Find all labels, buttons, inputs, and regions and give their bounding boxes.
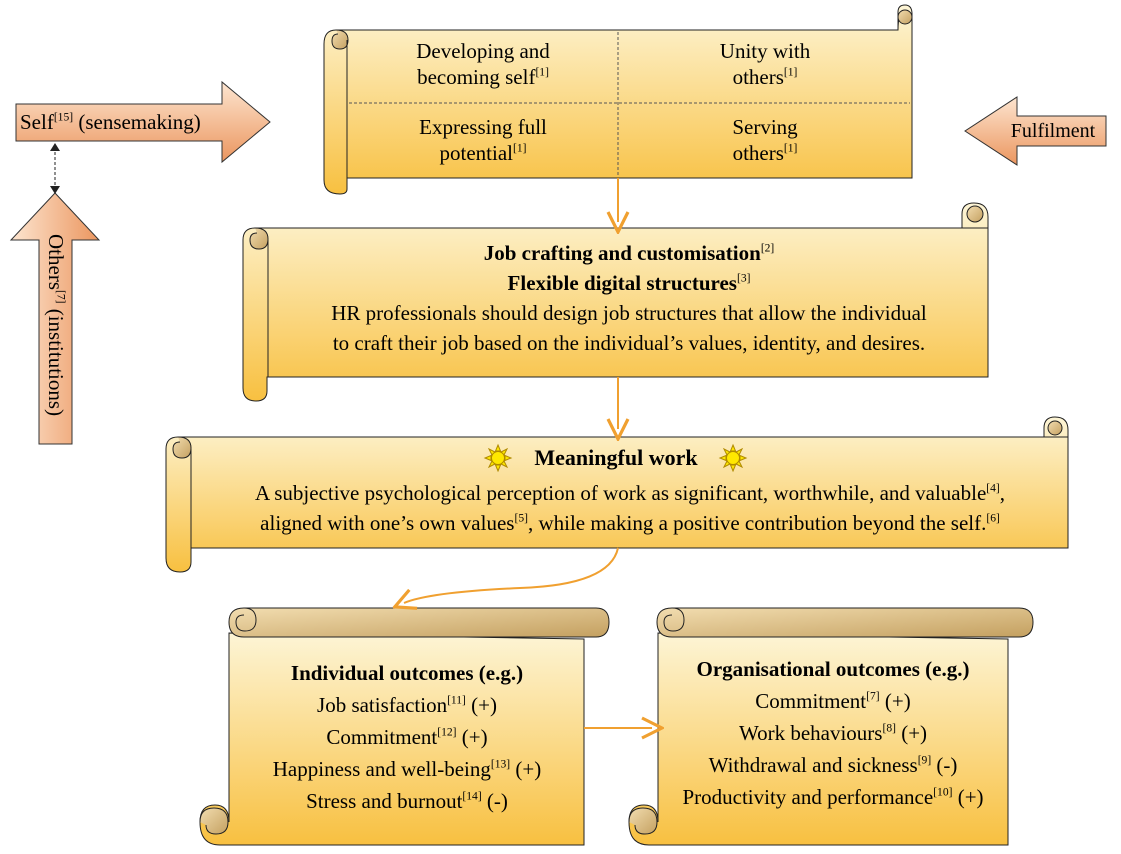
outcome-item: Stress and burnout bbox=[306, 789, 463, 813]
job-crafting-description: to craft their job based on the individu… bbox=[332, 331, 926, 355]
reference-mark: [4] bbox=[986, 482, 1000, 495]
meaningful-work-definition: A subjective psychological perception of… bbox=[195, 478, 1065, 538]
outcome-effect: (-) bbox=[931, 753, 958, 777]
quadrant-text: Serving bbox=[732, 115, 798, 139]
organisational-outcomes-list: Organisational outcomes (e.g.) Commitmen… bbox=[660, 653, 1006, 813]
self-arrow bbox=[15, 80, 271, 164]
quadrant-text: potential bbox=[439, 141, 513, 166]
others-arrow-label: Others[7] (institutions) bbox=[42, 234, 68, 416]
outcome-item: Job satisfaction bbox=[317, 693, 448, 717]
quadrant-text: becoming self bbox=[417, 65, 536, 90]
individual-outcomes-scroll bbox=[199, 607, 610, 846]
definition-text: aligned with one’s own values bbox=[260, 511, 515, 535]
outcome-effect: (+) bbox=[952, 785, 984, 809]
link-arrowhead-up bbox=[50, 143, 60, 151]
reference-mark: [1] bbox=[783, 142, 798, 155]
outcome-effect: (+) bbox=[895, 721, 928, 745]
reference-mark: [8] bbox=[882, 722, 896, 735]
reference-mark: [3] bbox=[736, 272, 751, 285]
job-crafting-text: Job crafting and customisation[2] Flexib… bbox=[272, 238, 986, 358]
outcome-item: Commitment bbox=[755, 689, 867, 713]
reference-mark: [7] bbox=[866, 690, 880, 703]
outcome-effect: (+) bbox=[465, 693, 497, 717]
outcome-item: Happiness and well-being bbox=[272, 757, 491, 781]
quadrant-unity-with-others: Unity with others[1] bbox=[622, 38, 908, 91]
others-label: Others bbox=[44, 234, 68, 290]
individual-outcomes-list: Individual outcomes (e.g.) Job satisfact… bbox=[232, 657, 582, 817]
meaningful-work-title-text: Meaningful work bbox=[534, 445, 698, 470]
quadrant-text: Expressing full bbox=[419, 115, 547, 139]
outcome-effect: (+) bbox=[456, 725, 488, 749]
organisational-outcomes-title: Organisational outcomes (e.g.) bbox=[696, 657, 970, 681]
reference-mark: [12] bbox=[437, 726, 457, 739]
self-arrow-label: Self[15] (sensemaking) bbox=[20, 109, 220, 135]
reference-mark: [5] bbox=[514, 512, 528, 525]
reference-mark: [1] bbox=[783, 66, 798, 79]
reference-mark: [7] bbox=[54, 290, 67, 304]
fulfilment-arrow bbox=[964, 96, 1107, 166]
reference-mark: [9] bbox=[917, 754, 932, 767]
quadrant-serving-others: Serving others[1] bbox=[622, 114, 908, 167]
fulfilment-text: Fulfilment bbox=[1010, 120, 1096, 142]
job-crafting-scroll bbox=[242, 202, 989, 402]
sun-icon bbox=[718, 443, 748, 473]
definition-text: A subjective psychological perception of… bbox=[254, 481, 987, 505]
self-label: Self bbox=[20, 110, 54, 134]
reference-mark: [11] bbox=[447, 694, 466, 707]
organisational-outcomes-scroll bbox=[628, 607, 1034, 846]
individual-outcomes-title: Individual outcomes (e.g.) bbox=[290, 661, 524, 685]
reference-mark: [1] bbox=[513, 142, 527, 155]
outcome-item: Productivity and performance bbox=[682, 785, 934, 809]
outcome-effect: (+) bbox=[879, 689, 911, 713]
job-crafting-title: Job crafting and customisation bbox=[483, 241, 761, 265]
link-arrowhead-down bbox=[50, 186, 60, 194]
quadrant-text: others bbox=[732, 65, 784, 90]
reference-mark: [14] bbox=[462, 790, 482, 803]
connector-meaningful-to-individual bbox=[404, 547, 619, 603]
others-label-suffix: (institutions) bbox=[44, 303, 68, 417]
top-scroll bbox=[323, 4, 913, 195]
quadrant-text: Developing and bbox=[416, 39, 550, 63]
meaningful-work-title: Meaningful work bbox=[520, 444, 712, 472]
reference-mark: [10] bbox=[933, 786, 953, 799]
reference-mark: [2] bbox=[760, 242, 775, 255]
outcome-effect: (-) bbox=[481, 789, 508, 813]
reference-mark: [6] bbox=[986, 512, 1000, 525]
outcome-item: Withdrawal and sickness bbox=[708, 753, 918, 777]
reference-mark: [13] bbox=[490, 758, 511, 771]
quadrant-text: others bbox=[732, 141, 784, 166]
quadrant-developing-self: Developing and becoming self[1] bbox=[352, 38, 614, 91]
reference-mark: [15] bbox=[53, 111, 74, 124]
fulfilment-label: Fulfilment bbox=[1000, 119, 1106, 144]
quadrant-expressing-potential: Expressing full potential[1] bbox=[352, 114, 614, 167]
self-label-suffix: (sensemaking) bbox=[73, 110, 201, 134]
meaningful-work-scroll bbox=[165, 416, 1069, 573]
others-arrow bbox=[9, 192, 101, 445]
quadrant-text: Unity with bbox=[719, 39, 811, 63]
definition-punctuation: , bbox=[999, 481, 1006, 505]
outcome-effect: (+) bbox=[510, 757, 542, 781]
reference-mark: [1] bbox=[535, 66, 549, 79]
sun-icon bbox=[483, 443, 513, 473]
outcome-item: Work behaviours bbox=[738, 721, 883, 745]
flexible-structures-title: Flexible digital structures bbox=[507, 271, 737, 295]
job-crafting-description: HR professionals should design job struc… bbox=[331, 301, 927, 325]
definition-text: , while making a positive contribution b… bbox=[527, 511, 987, 535]
outcome-item: Commitment bbox=[326, 725, 438, 749]
